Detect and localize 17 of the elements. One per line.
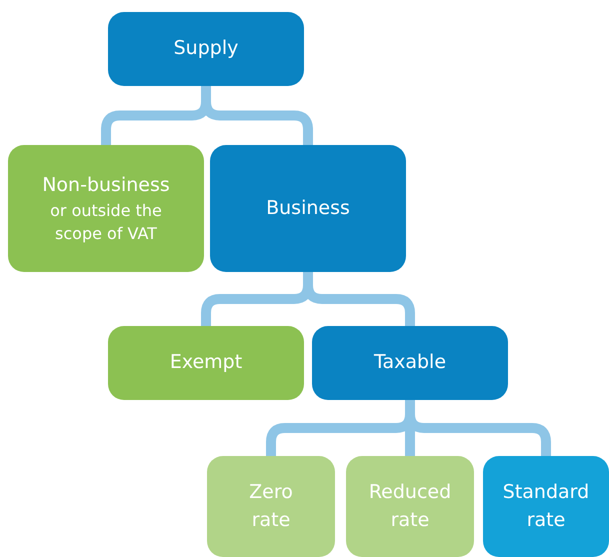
box-label: Zero rate (248, 480, 294, 532)
box-label: Non-business (42, 172, 170, 198)
category-box (483, 456, 609, 557)
box-subtext: or outside the scope of VAT (49, 200, 163, 246)
box-label: Exempt (170, 350, 242, 376)
box-label: Standard rate (502, 480, 590, 532)
category-box (8, 145, 204, 272)
category-box (108, 12, 304, 86)
category-box (346, 456, 474, 557)
category-box (108, 326, 304, 400)
box-label: Business (266, 196, 350, 221)
box-label: Taxable (374, 350, 446, 376)
category-box (207, 456, 335, 557)
category-box (312, 326, 508, 400)
box-label: Supply (174, 36, 238, 62)
category-box (210, 145, 406, 272)
box-label: Reduced rate (368, 480, 452, 532)
